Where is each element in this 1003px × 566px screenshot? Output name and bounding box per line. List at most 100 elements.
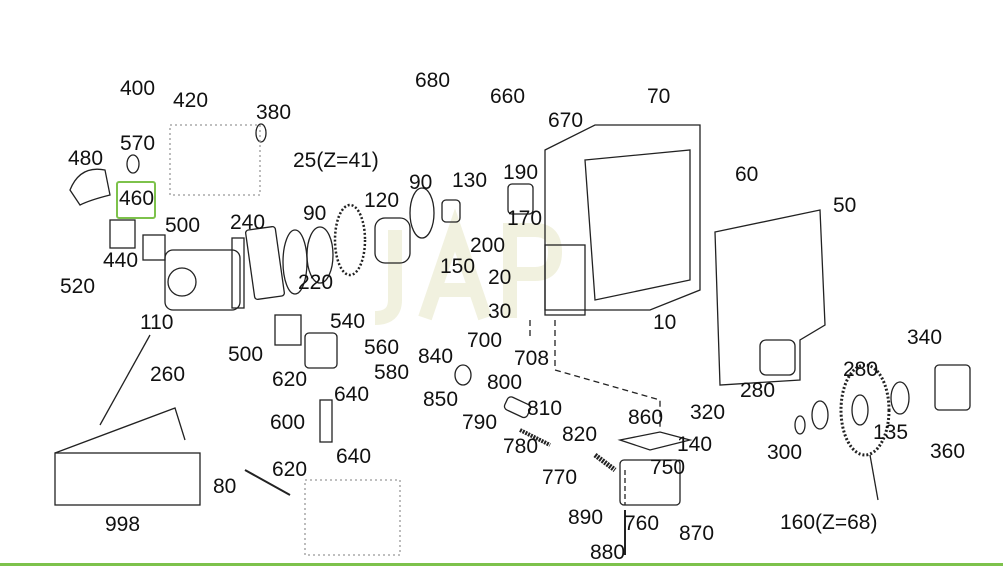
part-label[interactable]: 25(Z=41) — [293, 149, 379, 172]
part-label[interactable]: 810 — [527, 397, 563, 420]
watermark-letter-p — [503, 223, 563, 318]
part-label[interactable]: 640 — [334, 383, 370, 406]
part-label[interactable]: 620 — [272, 368, 308, 391]
part-label[interactable]: 540 — [330, 310, 366, 333]
part-label[interactable]: 70 — [647, 85, 671, 108]
part-label[interactable]: 440 — [103, 249, 139, 272]
part-label[interactable]: 500 — [165, 214, 201, 237]
block-540 — [304, 332, 338, 369]
part-label-highlighted[interactable]: 460 — [119, 187, 155, 210]
part-label[interactable]: 880 — [590, 541, 626, 564]
part-label[interactable]: 400 — [120, 77, 156, 100]
gasket-500 — [142, 234, 166, 261]
part-label[interactable]: 220 — [298, 271, 334, 294]
dashed-line — [554, 320, 661, 430]
part-label[interactable]: 90 — [303, 202, 327, 225]
part-label[interactable]: 10 — [653, 311, 677, 334]
part-label[interactable]: 600 — [270, 411, 306, 434]
part-label[interactable]: 480 — [68, 147, 104, 170]
part-label[interactable]: 260 — [150, 363, 186, 386]
spring-770 — [593, 453, 617, 472]
bearing-90b — [409, 187, 435, 239]
part-190 — [507, 183, 534, 215]
pump-flange — [231, 237, 245, 309]
valve-block — [544, 244, 586, 316]
part-label[interactable]: 240 — [230, 211, 266, 234]
bearing-90 — [306, 226, 334, 284]
plunger-790 — [503, 396, 532, 419]
part-label[interactable]: 380 — [256, 101, 292, 124]
part-label[interactable]: 840 — [418, 345, 454, 368]
watermark-graphic — [374, 208, 563, 325]
part-label[interactable]: 520 — [60, 275, 96, 298]
part-label[interactable]: 190 — [503, 161, 539, 184]
part-label[interactable]: 60 — [735, 163, 759, 186]
part-label[interactable]: 580 — [374, 361, 410, 384]
plug-840 — [454, 364, 472, 386]
gear-25 — [333, 203, 367, 277]
leader-110 — [99, 334, 151, 426]
part-label[interactable]: 320 — [690, 401, 726, 424]
part-label[interactable]: 800 — [487, 371, 523, 394]
part-label[interactable]: 700 — [467, 329, 503, 352]
faint-block — [304, 479, 401, 556]
part-label[interactable]: 30 — [488, 300, 512, 323]
valve-housing-750 — [619, 459, 681, 506]
part-label[interactable]: 620 — [272, 458, 308, 481]
plate-500 — [274, 314, 302, 346]
pump-port — [167, 267, 197, 297]
kit-998-lines — [54, 407, 186, 454]
ring-570 — [126, 154, 140, 174]
gasket-window — [759, 339, 796, 376]
part-label[interactable]: 570 — [120, 132, 156, 155]
part-label[interactable]: 998 — [105, 513, 141, 536]
elbow-480 — [69, 168, 111, 206]
part-label[interactable]: 340 — [907, 326, 943, 349]
part-label[interactable]: 90 — [409, 171, 433, 194]
part-label[interactable]: 850 — [423, 388, 459, 411]
part-label[interactable]: 750 — [650, 456, 686, 479]
part-label[interactable]: 170 — [507, 207, 543, 230]
part-label[interactable]: 660 — [490, 85, 526, 108]
part-label[interactable]: 280 — [740, 379, 776, 402]
part-label[interactable]: 360 — [930, 440, 966, 463]
part-label[interactable]: 870 — [679, 522, 715, 545]
part-label[interactable]: 50 — [833, 194, 857, 217]
part-label[interactable]: 20 — [488, 266, 512, 289]
part-label[interactable]: 150 — [440, 255, 476, 278]
part-label[interactable]: 500 — [228, 343, 264, 366]
bottom-border — [0, 563, 1003, 566]
bolt-80 — [244, 469, 291, 496]
part-label[interactable]: 135 — [873, 421, 909, 444]
part-label[interactable]: 670 — [548, 109, 584, 132]
part-label[interactable]: 140 — [677, 433, 713, 456]
part-label[interactable]: 560 — [364, 336, 400, 359]
housing-inner — [584, 149, 691, 301]
bearing-280 — [890, 381, 910, 415]
part-label[interactable]: 708 — [514, 347, 550, 370]
part-label[interactable]: 860 — [628, 406, 664, 429]
part-label[interactable]: 160(Z=68) — [780, 511, 878, 534]
part-label[interactable]: 820 — [562, 423, 598, 446]
part-label[interactable]: 300 — [767, 441, 803, 464]
part-label[interactable]: 780 — [503, 435, 539, 458]
part-label[interactable]: 280 — [843, 358, 879, 381]
gasket-50 — [714, 209, 826, 386]
part-label[interactable]: 640 — [336, 445, 372, 468]
part-label[interactable]: 120 — [364, 189, 400, 212]
leader-160 — [869, 454, 879, 501]
part-label[interactable]: 760 — [624, 512, 660, 535]
part-label[interactable]: 790 — [462, 411, 498, 434]
part-label[interactable]: 890 — [568, 506, 604, 529]
part-label[interactable]: 680 — [415, 69, 451, 92]
gear-160 — [839, 363, 891, 457]
part-label[interactable]: 130 — [452, 169, 488, 192]
part-label[interactable]: 420 — [173, 89, 209, 112]
part-label[interactable]: 770 — [542, 466, 578, 489]
kit-998-box — [54, 452, 201, 506]
part-label[interactable]: 200 — [470, 234, 506, 257]
part-label[interactable]: 110 — [140, 311, 174, 334]
part-label[interactable]: 80 — [213, 475, 237, 498]
gasket-240 — [245, 225, 285, 301]
